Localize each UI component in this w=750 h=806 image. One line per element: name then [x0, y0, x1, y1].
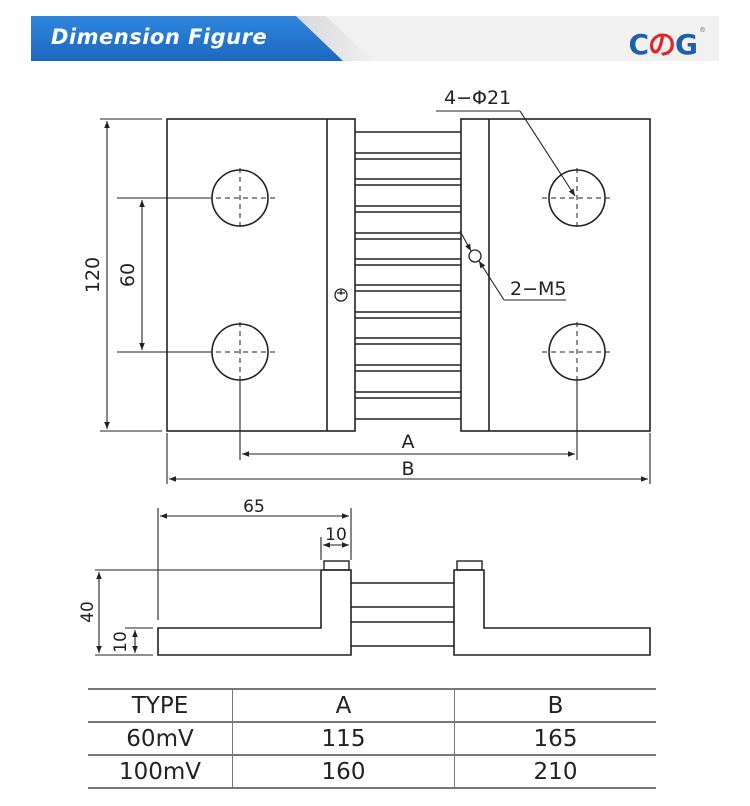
table-header-row: TYPE A B — [88, 688, 656, 722]
right-terminal-profile — [453, 569, 651, 656]
right-terminal-plate — [460, 118, 651, 432]
side-extension-lines — [95, 508, 352, 656]
dimension-table: TYPE A B 60mV 115 165 100mV 160 210 — [88, 688, 656, 789]
cell-a: 115 — [232, 721, 455, 755]
logo-letter-c: C — [628, 28, 649, 61]
header-b: B — [454, 688, 656, 722]
header-a: A — [232, 688, 455, 722]
shunt-bars — [355, 131, 461, 420]
dimension-a-label: A — [402, 431, 415, 453]
header-type: TYPE — [88, 688, 233, 722]
length-65-label: 65 — [243, 497, 265, 517]
side-view-labels: 65 10 40 10 — [78, 497, 347, 653]
brand-logo: CのG® — [628, 23, 706, 63]
left-terminal-nut — [323, 560, 350, 571]
extension-lines — [100, 118, 651, 484]
table-row: 100mV 160 210 — [88, 754, 656, 789]
screw-callout-label: 2−M5 — [510, 278, 567, 300]
table-row: 60mV 115 165 — [88, 721, 656, 755]
cell-b: 210 — [454, 754, 656, 789]
center-lines — [207, 168, 612, 382]
side-shunt-bars — [351, 582, 454, 647]
registered-mark: ® — [699, 26, 706, 34]
title-banner: Dimension Figure — [31, 16, 343, 61]
sense-screws — [334, 249, 482, 302]
page-title: Dimension Figure — [51, 25, 268, 49]
height-120-label: 120 — [82, 257, 104, 293]
dimension-lines — [104, 121, 648, 482]
dimension-drawing: 120 60 4−Φ21 2−M5 A B — [78, 87, 651, 656]
logo-letter-g: G — [675, 28, 698, 61]
left-terminal-plate — [166, 118, 356, 432]
mounting-holes — [211, 169, 606, 381]
cell-a: 160 — [232, 754, 455, 789]
header-bar: Dimension Figure CのG® — [31, 16, 719, 61]
side-view — [95, 508, 651, 656]
cell-type: 100mV — [88, 754, 233, 789]
base-thickness-10-label: 10 — [111, 631, 131, 653]
hole-spacing-60-label: 60 — [117, 263, 139, 287]
left-terminal-profile — [157, 569, 352, 656]
cell-b: 165 — [454, 721, 656, 755]
top-view-labels: 120 60 4−Φ21 2−M5 A B — [82, 87, 567, 480]
dimension-b-label: B — [401, 458, 414, 480]
height-40-label: 40 — [78, 601, 98, 623]
terminal-width-10-label: 10 — [325, 525, 347, 545]
leader-lines — [436, 110, 576, 301]
cell-type: 60mV — [88, 721, 233, 755]
side-dimension-lines — [96, 513, 349, 653]
top-view — [100, 110, 651, 484]
right-terminal-nut — [456, 560, 483, 571]
logo-mark: の — [648, 28, 676, 61]
hole-callout-label: 4−Φ21 — [444, 87, 511, 109]
